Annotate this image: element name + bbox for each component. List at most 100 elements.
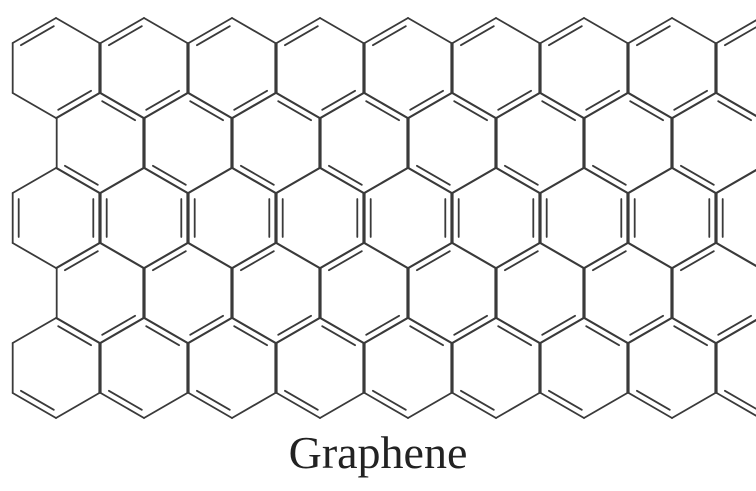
- double-bond-line: [635, 25, 671, 47]
- bond-line: [187, 317, 233, 344]
- bond-line: [583, 392, 629, 419]
- double-bond-line: [409, 89, 445, 111]
- bond-line: [319, 167, 365, 194]
- bond-line: [495, 167, 541, 194]
- bond-line: [451, 167, 497, 194]
- double-bond-line: [503, 164, 539, 186]
- bond-line: [275, 17, 321, 44]
- bond-line: [407, 317, 453, 344]
- double-bond-line: [365, 314, 401, 336]
- double-bond-line: [629, 100, 665, 122]
- diagram-caption: Graphene: [288, 427, 468, 478]
- double-bond-line: [101, 100, 137, 122]
- bond-line: [539, 92, 585, 119]
- double-bond-line: [57, 325, 93, 347]
- bond-line: [671, 317, 717, 344]
- double-bond-line: [195, 389, 231, 411]
- bond-line: [671, 17, 717, 44]
- bond-line: [231, 92, 277, 119]
- bond-line: [627, 167, 673, 194]
- bond-line: [11, 17, 57, 44]
- bond-line: [363, 167, 409, 194]
- bond-line: [143, 92, 189, 119]
- double-bond-line: [635, 389, 671, 411]
- bond-line: [143, 392, 189, 419]
- bond-line: [187, 17, 233, 44]
- bond-line: [627, 92, 673, 119]
- bond-line: [715, 169, 756, 194]
- bond-line: [11, 242, 57, 269]
- bond-line: [231, 167, 277, 194]
- double-bond-line: [321, 89, 357, 111]
- double-bond-line: [57, 89, 93, 111]
- bond-line: [671, 92, 717, 119]
- bond-line: [187, 92, 233, 119]
- double-bond-line: [591, 250, 627, 272]
- bond-line: [715, 19, 756, 44]
- double-bond-line: [547, 389, 583, 411]
- bond-line: [583, 92, 629, 119]
- bond-line: [319, 392, 365, 419]
- double-bond-line: [459, 25, 495, 47]
- double-bond-line: [673, 325, 709, 347]
- bond-line: [319, 17, 365, 44]
- bond-line: [451, 242, 497, 269]
- bond-line: [495, 392, 541, 419]
- bond-line: [363, 317, 409, 344]
- double-bond-line: [63, 250, 99, 272]
- bond-line: [187, 242, 233, 269]
- double-bond-line: [195, 25, 231, 47]
- bond-line: [583, 17, 629, 44]
- double-bond-line: [365, 100, 401, 122]
- double-bond-line: [151, 164, 187, 186]
- bond-line: [231, 392, 277, 419]
- double-bond-line: [233, 325, 269, 347]
- double-bond-line: [283, 389, 319, 411]
- double-bond-line: [585, 89, 621, 111]
- bond-line: [275, 167, 321, 194]
- bond-line: [99, 317, 145, 344]
- double-bond-line: [233, 89, 269, 111]
- double-bond-line: [679, 250, 715, 272]
- bond-line: [99, 242, 145, 269]
- double-bond-line: [283, 25, 319, 47]
- double-bond-line: [717, 100, 753, 122]
- double-bond-line: [327, 164, 363, 186]
- bond-line: [363, 242, 409, 269]
- bond-line: [495, 242, 541, 269]
- bond-line: [275, 317, 321, 344]
- bond-line: [539, 17, 585, 44]
- double-bond-line: [107, 25, 143, 47]
- bond-line: [55, 167, 101, 194]
- bond-line: [671, 392, 717, 419]
- double-bond-line: [547, 25, 583, 47]
- bond-line: [55, 242, 101, 269]
- bond-line: [187, 392, 233, 419]
- double-bond-line: [453, 100, 489, 122]
- double-bond-line: [591, 164, 627, 186]
- bond-line: [407, 242, 453, 269]
- bond-line: [407, 392, 453, 419]
- double-bond-line: [277, 314, 313, 336]
- bond-line: [11, 92, 57, 119]
- double-bond-line: [107, 389, 143, 411]
- double-bond-line: [151, 250, 187, 272]
- bond-line: [319, 92, 365, 119]
- bond-line: [583, 317, 629, 344]
- bond-line: [55, 317, 101, 344]
- bond-line: [539, 317, 585, 344]
- bond-line: [451, 92, 497, 119]
- double-bond-line: [497, 89, 533, 111]
- bond-line: [627, 317, 673, 344]
- bond-line: [55, 92, 101, 119]
- bond-line: [715, 92, 756, 118]
- bond-line: [231, 242, 277, 269]
- bond-line: [715, 319, 756, 344]
- bond-line: [407, 167, 453, 194]
- bond-line: [715, 392, 756, 417]
- bond-line: [627, 17, 673, 44]
- bond-line: [671, 242, 717, 269]
- double-bond-line: [145, 325, 181, 347]
- double-bond-line: [723, 26, 756, 47]
- bond-line: [495, 17, 541, 44]
